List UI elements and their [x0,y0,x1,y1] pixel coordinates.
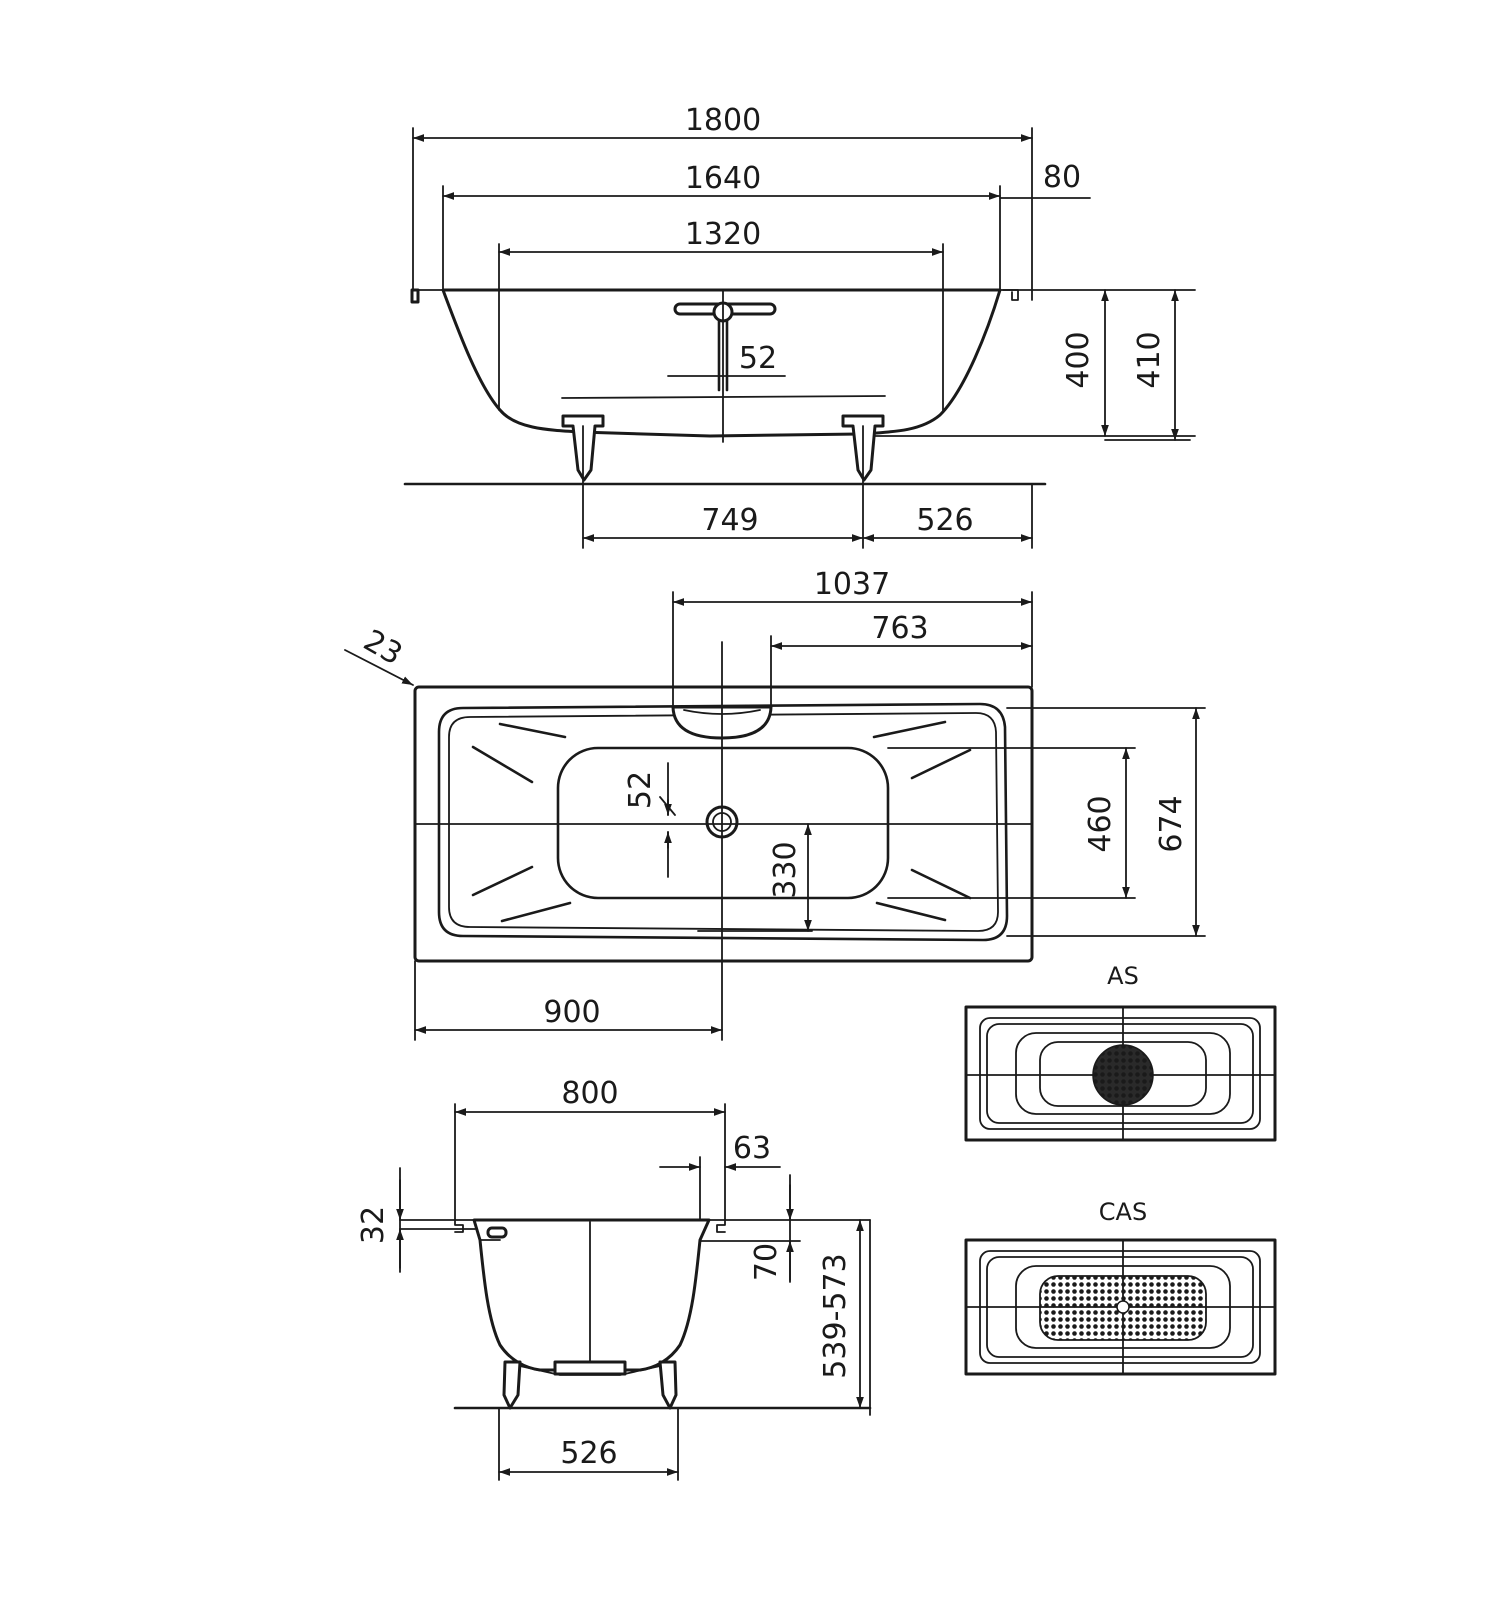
dim-leg-to-end: 526 [916,503,973,538]
variant-as-label: AS [1107,962,1139,990]
dim-rim-offset: 80 [1043,160,1081,195]
dim-corner-radius: 23 [357,623,408,672]
end-legs [502,1360,678,1410]
dim-depth-inner: 400 [1061,331,1096,388]
variant-cas-label: CAS [1099,1198,1147,1226]
side-leg-right [841,414,885,482]
dim-waste-offset: 52 [739,341,777,376]
dim-rim-width: 63 [733,1131,771,1166]
variant-as: AS [964,962,1277,1142]
dim-waste-to-edge: 330 [768,841,803,898]
plan-bath-floor [556,746,890,900]
dim-end-overall-width: 800 [561,1076,618,1111]
dim-to-overflow: 1037 [814,567,890,602]
side-view: 1800 1640 1320 80 52 400 410 749 526 [403,103,1196,549]
dim-rim-drop: 70 [749,1243,784,1281]
dim-depth-overall: 410 [1132,331,1167,388]
dim-inner-length-bottom: 1320 [685,217,761,252]
dim-rim-height: 32 [356,1206,391,1244]
dim-end-leg-spacing: 526 [560,1436,617,1471]
plan-inner-outline [437,702,1009,942]
dim-leg-spacing: 749 [701,503,758,538]
dim-overall-length: 1800 [685,103,761,138]
plan-view: 1037 763 23 52 330 460 674 900 [344,567,1206,1041]
end-tub-body [472,1218,711,1372]
variant-cas: CAS [964,1198,1277,1376]
side-leg-left [561,414,605,482]
dim-to-center: 900 [543,995,600,1030]
dim-overall-width: 674 [1154,795,1189,852]
dim-height-range: 539-573 [818,1253,853,1378]
dim-inner-width: 460 [1083,795,1118,852]
dim-plan-waste-offset: 52 [623,771,658,809]
dim-to-waste: 763 [871,611,928,646]
side-tub-body [410,288,1002,438]
end-view: 800 63 32 70 539-573 526 [356,1076,872,1481]
dim-inner-length-top: 1640 [685,161,761,196]
